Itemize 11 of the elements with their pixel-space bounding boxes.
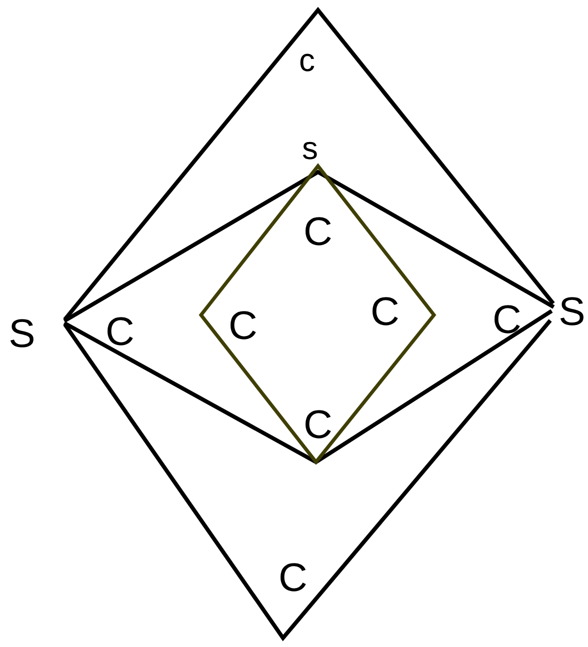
point-label: C <box>492 300 522 340</box>
point-label: C <box>278 558 308 598</box>
point-label: S <box>558 292 586 332</box>
point-label: C <box>106 312 134 352</box>
point-label: s <box>302 132 318 164</box>
point-label: C <box>228 306 258 346</box>
point-label: c <box>299 44 315 76</box>
point-label: C <box>370 292 400 332</box>
point-label: S <box>8 314 36 354</box>
point-label: C <box>304 405 332 445</box>
point-label: C <box>304 212 332 252</box>
